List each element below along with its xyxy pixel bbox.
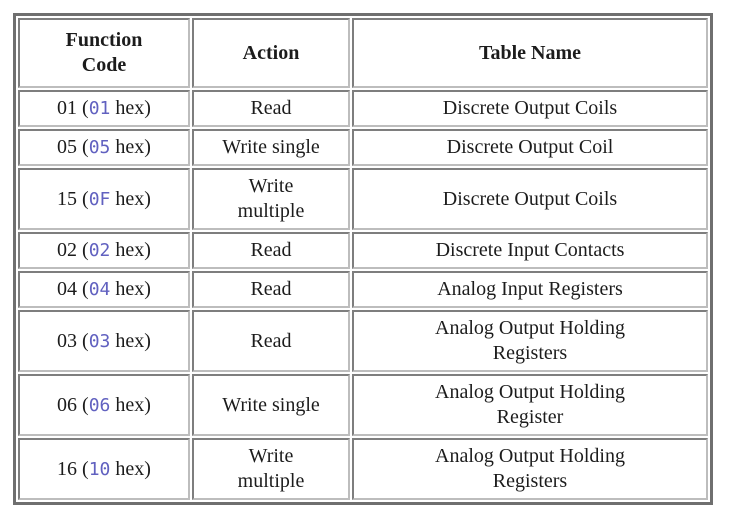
hex-code: 0F — [88, 188, 111, 210]
hex-code: 04 — [88, 279, 111, 300]
table-name-cell: Discrete Output Coils — [352, 168, 708, 230]
table-name-cell: Analog Input Registers — [352, 271, 708, 308]
hex-code: 10 — [88, 458, 111, 480]
function-code-cell: 16 (10 hex) — [18, 438, 190, 500]
header-action: Action — [192, 18, 350, 88]
table-name-cell: Discrete Output Coil — [352, 129, 708, 166]
action-cell: Write single — [192, 374, 350, 436]
hex-code: 02 — [88, 240, 111, 261]
function-code-cell: 04 (04 hex) — [18, 271, 190, 308]
action-cell: Read — [192, 232, 350, 269]
action-cell: Read — [192, 310, 350, 372]
action-cell: Read — [192, 90, 350, 127]
function-code-cell: 01 (01 hex) — [18, 90, 190, 127]
hex-code: 01 — [88, 98, 111, 119]
hex-code: 03 — [88, 330, 111, 352]
function-code-cell: 15 (0F hex) — [18, 168, 190, 230]
function-code-cell: 03 (03 hex) — [18, 310, 190, 372]
table-name-cell: Discrete Input Contacts — [352, 232, 708, 269]
table-name-cell: Discrete Output Coils — [352, 90, 708, 127]
action-cell: Read — [192, 271, 350, 308]
function-code-cell: 05 (05 hex) — [18, 129, 190, 166]
hex-code: 05 — [88, 137, 111, 158]
function-code-cell: 02 (02 hex) — [18, 232, 190, 269]
action-cell: Write single — [192, 129, 350, 166]
hex-code: 06 — [88, 394, 111, 416]
function-code-cell: 06 (06 hex) — [18, 374, 190, 436]
header-table-name: Table Name — [352, 18, 708, 88]
